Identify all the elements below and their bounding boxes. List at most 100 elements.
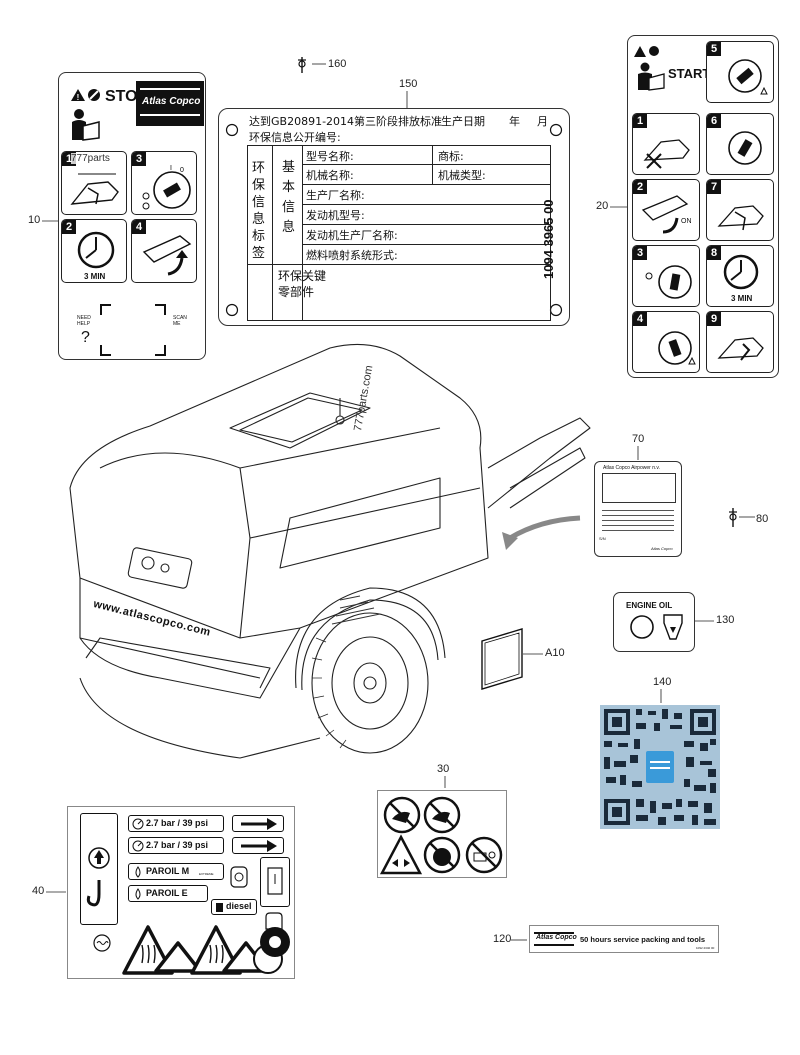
gauge-icon bbox=[132, 818, 144, 830]
atlas-copco-logo: Atlas Copco bbox=[136, 81, 204, 126]
callout-120: 120 bbox=[493, 933, 512, 945]
callout-A10: A10 bbox=[545, 647, 565, 659]
row-line bbox=[302, 224, 550, 225]
hand-lever-icon bbox=[70, 173, 119, 205]
glove-icon bbox=[265, 912, 283, 930]
sticker-sheet: 2.7 bar / 39 psi 2.7 bar / 39 psi PAROIL… bbox=[67, 806, 295, 979]
compressor-drawing bbox=[69, 343, 591, 759]
lifting-point-decal bbox=[80, 813, 118, 925]
qr-code bbox=[600, 705, 720, 829]
warning-icon: ! bbox=[71, 89, 85, 102]
data-plate-footer: Atlas Copco bbox=[651, 546, 673, 551]
blank-plate bbox=[481, 628, 523, 690]
callout-10: 10 bbox=[28, 214, 41, 226]
logo-text: Atlas Copco bbox=[536, 934, 577, 941]
month-label: 月 bbox=[537, 115, 548, 128]
diesel-text: diesel bbox=[226, 901, 252, 911]
key-parts-label: 环保关键零部件 bbox=[278, 269, 327, 299]
emission-plate-inner: 达到GB20891-2014第三阶段排放标准 生产日期 年 月 环保信息公开编号… bbox=[245, 111, 551, 321]
engine-oil-title: ENGINE OIL bbox=[626, 601, 673, 610]
leader-40 bbox=[46, 891, 66, 893]
service-label: Atlas Copco 50 hours service packing and… bbox=[529, 925, 719, 953]
step-number: 4 bbox=[132, 220, 146, 234]
engine-oil-decal: ENGINE OIL bbox=[613, 592, 695, 652]
battery-decal bbox=[260, 857, 290, 907]
data-plate-sn: S/N bbox=[599, 536, 606, 541]
data-plate-lines bbox=[602, 506, 674, 532]
callout-40: 40 bbox=[32, 885, 45, 897]
callout-70: 70 bbox=[632, 433, 645, 445]
on-label: ON bbox=[681, 218, 692, 225]
start-step-7: 7 bbox=[706, 179, 774, 241]
service-label-code: 1092 2340 00 bbox=[696, 946, 715, 950]
callout-130: 130 bbox=[716, 614, 735, 626]
info-table: 环保信息标签 基本信息 型号名称: 商标: 机械名称: 机械类型: 生产厂名称:… bbox=[247, 145, 551, 321]
arrow-label-2 bbox=[232, 837, 284, 854]
field-engine-manufacturer: 发动机生产厂名称: bbox=[306, 229, 398, 242]
data-plate-window bbox=[602, 473, 676, 503]
step-number: 6 bbox=[707, 114, 721, 128]
row-line bbox=[302, 244, 550, 245]
step-number: 9 bbox=[707, 312, 721, 326]
screw-icon bbox=[298, 57, 306, 73]
step-number: 5 bbox=[707, 42, 721, 56]
callout-20: 20 bbox=[596, 200, 609, 212]
row-line bbox=[302, 184, 550, 185]
pressure-value: 2.7 bar / 39 psi bbox=[146, 840, 209, 850]
scan-me-label: SCAN ME bbox=[173, 315, 187, 327]
leader-80 bbox=[729, 508, 755, 527]
leader-A10 bbox=[523, 653, 543, 655]
arrow-right-icon bbox=[241, 818, 277, 830]
step-number: 3 bbox=[633, 246, 647, 260]
start-step-4: 4 bbox=[632, 311, 700, 373]
start-step-6: 6 bbox=[706, 113, 774, 175]
start-step-5: 5 bbox=[706, 41, 774, 103]
hand-lever-icon bbox=[643, 139, 690, 169]
start-step-9: 9 bbox=[706, 311, 774, 373]
clock-icon bbox=[723, 254, 759, 290]
leader-160 bbox=[298, 57, 326, 73]
fuel-filter-icon bbox=[230, 866, 248, 888]
lifting-hook-icon bbox=[86, 847, 110, 907]
serial-number: 1094 3965 00 bbox=[541, 199, 556, 279]
field-engine-model: 发动机型号: bbox=[306, 209, 365, 222]
qr-frame-icon bbox=[100, 304, 166, 356]
logo-text: Atlas Copco bbox=[142, 96, 201, 107]
duration-label: 3 MIN bbox=[731, 294, 753, 303]
start-step-1: 1 bbox=[632, 113, 700, 175]
clock-icon bbox=[77, 231, 115, 269]
step-number: 1 bbox=[633, 114, 647, 128]
ignition-knob-icon bbox=[728, 59, 768, 95]
diesel-label: diesel bbox=[211, 899, 257, 915]
pressure-label-2: 2.7 bar / 39 psi bbox=[128, 837, 224, 854]
paroil-e-text: PAROIL E bbox=[146, 888, 188, 898]
step-number: 4 bbox=[633, 312, 647, 326]
no-tool-icon bbox=[88, 89, 100, 101]
oil-drop-icon bbox=[135, 888, 141, 900]
logo-bar-bottom bbox=[140, 114, 200, 116]
mount-hole-icon bbox=[549, 123, 563, 137]
row-line bbox=[302, 204, 550, 205]
ignition-knob-icon bbox=[658, 331, 696, 365]
field-machine-name: 机械名称: bbox=[306, 169, 354, 182]
production-date: 生产日期 bbox=[441, 115, 485, 128]
no-exhaust-icon bbox=[465, 836, 503, 874]
side-label: 环保信息标签 bbox=[252, 161, 266, 261]
callout-80: 80 bbox=[756, 513, 769, 525]
year-label: 年 bbox=[509, 115, 520, 128]
logo-bar-top bbox=[534, 932, 574, 934]
duration-label: 3 MIN bbox=[84, 272, 106, 281]
ignition-knob-icon bbox=[728, 131, 762, 165]
fuel-pump-icon bbox=[216, 903, 223, 912]
leader-30 bbox=[444, 776, 446, 788]
callout-140: 140 bbox=[653, 676, 672, 688]
start-step-2: 2 ON bbox=[632, 179, 700, 241]
leader-130 bbox=[694, 620, 714, 622]
ignition-knob-icon bbox=[645, 265, 692, 299]
row-line-full bbox=[248, 264, 550, 265]
stop-step-2: 2 3 MIN bbox=[61, 219, 127, 283]
hand-lever-icon bbox=[717, 205, 764, 231]
oil-cap-icon bbox=[630, 615, 654, 639]
